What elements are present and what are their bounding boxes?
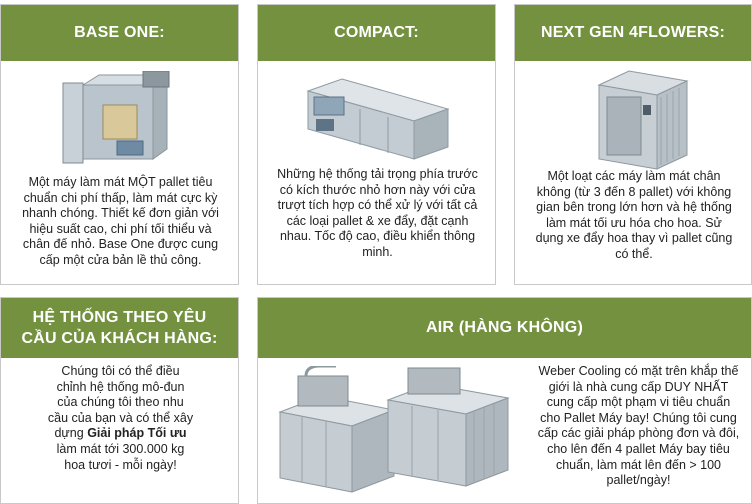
card-air: AIR (HÀNG KHÔNG) Weber Cooling có mặt tr… bbox=[257, 297, 752, 504]
card-custom-system: HỆ THỐNG THEO YÊU CẦU CỦA KHÁCH HÀNG: Ch… bbox=[0, 297, 239, 504]
card-title: COMPACT: bbox=[258, 5, 495, 61]
card-title: NEXT GEN 4FLOWERS: bbox=[515, 5, 751, 61]
air-cooler-image bbox=[276, 366, 516, 498]
card-description: Chúng tôi có thể điều chỉnh hệ thống mô-… bbox=[47, 364, 194, 473]
card-title: AIR (HÀNG KHÔNG) bbox=[258, 298, 751, 358]
card-next-gen-4flowers: NEXT GEN 4FLOWERS: Một loạt các máy làm … bbox=[514, 4, 752, 285]
card-description: Một máy làm mát MỘT pallet tiêu chuẩn ch… bbox=[22, 175, 219, 267]
next-gen-cooler-image bbox=[591, 67, 691, 171]
card-title: HỆ THỐNG THEO YÊU CẦU CỦA KHÁCH HÀNG: bbox=[1, 298, 238, 358]
card-description: Weber Cooling có mặt trên khắp thế giới … bbox=[537, 364, 740, 488]
base-one-cooler-image bbox=[59, 71, 175, 169]
card-title: BASE ONE: bbox=[1, 5, 238, 61]
card-description-highlight: Giải pháp Tối ưu bbox=[87, 426, 187, 441]
card-compact: COMPACT: Những hệ thống tải trọng phía t… bbox=[257, 4, 496, 285]
card-description-text: Chúng tôi có thể điều chỉnh hệ thống mô-… bbox=[47, 364, 194, 441]
card-description-text: làm mát tới 300.000 kg hoa tươi - mỗi ng… bbox=[56, 441, 185, 472]
card-description: Một loạt các máy làm mát chân không (từ … bbox=[535, 169, 733, 261]
card-description: Những hệ thống tải trọng phía trước có k… bbox=[277, 167, 478, 259]
compact-cooler-image bbox=[302, 75, 452, 161]
card-base-one: BASE ONE: Một máy làm mát MỘT pallet tiê… bbox=[0, 4, 239, 285]
